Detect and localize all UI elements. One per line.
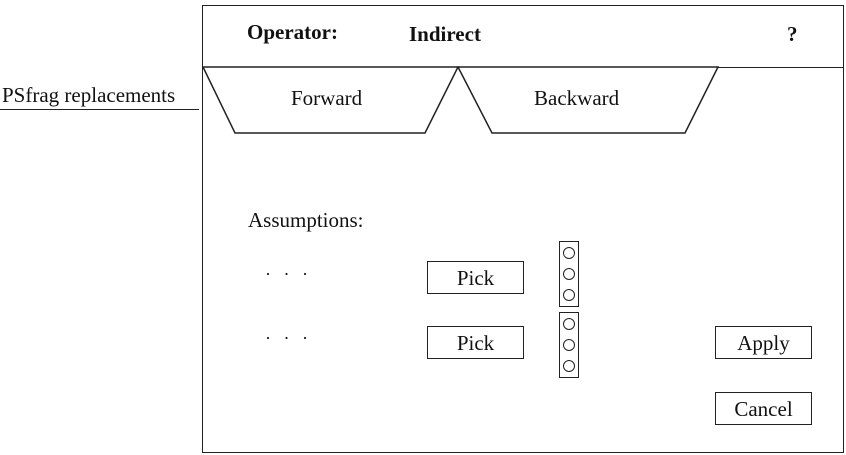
assumption-placeholder: · · · bbox=[265, 328, 312, 348]
tab-backward[interactable]: Backward bbox=[534, 86, 620, 110]
tab-forward[interactable]: Forward bbox=[291, 86, 363, 110]
operator-label: Operator: bbox=[247, 20, 338, 44]
tab-forward-shape[interactable] bbox=[201, 66, 460, 134]
pick-button[interactable]: Pick bbox=[427, 326, 524, 359]
radio-option[interactable] bbox=[563, 246, 575, 259]
radio-option[interactable] bbox=[563, 360, 575, 373]
operator-dialog: Operator: Indirect ? Forward Backward As… bbox=[201, 5, 844, 453]
radio-group bbox=[559, 241, 579, 307]
radio-option[interactable] bbox=[563, 267, 575, 280]
apply-button[interactable]: Apply bbox=[715, 326, 812, 359]
tab-backward-shape[interactable] bbox=[456, 66, 720, 134]
psfrag-replacements-label: PSfrag replacements bbox=[0, 81, 199, 110]
assumption-placeholder: · · · bbox=[265, 264, 312, 284]
radio-option[interactable] bbox=[563, 338, 575, 351]
radio-group bbox=[559, 312, 579, 378]
help-button[interactable]: ? bbox=[787, 22, 798, 46]
pick-button[interactable]: Pick bbox=[427, 261, 524, 294]
operator-value: Indirect bbox=[409, 22, 481, 46]
assumptions-label: Assumptions: bbox=[248, 208, 364, 232]
cancel-button[interactable]: Cancel bbox=[715, 392, 812, 425]
tab-shapes bbox=[201, 66, 720, 134]
radio-option[interactable] bbox=[563, 289, 575, 302]
radio-option[interactable] bbox=[563, 317, 575, 330]
